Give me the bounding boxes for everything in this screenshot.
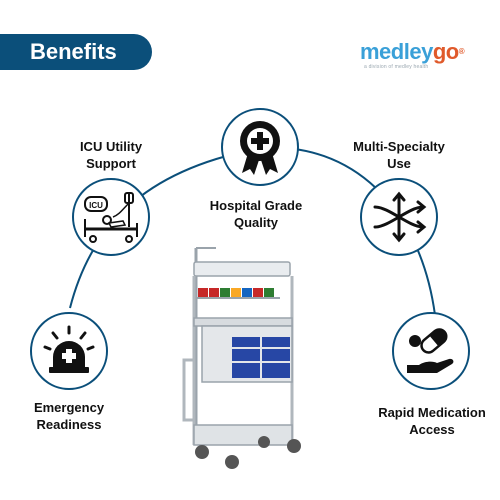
emergency-siren-icon — [43, 325, 95, 373]
banner-title: Benefits — [30, 39, 117, 64]
emergency-icon-circle — [30, 312, 108, 390]
quality-label-line1: Hospital Grade — [209, 198, 303, 213]
award-badge-icon — [240, 121, 280, 175]
rapid-icon-circle — [392, 312, 470, 390]
icu-bed-icon: ICU — [84, 192, 138, 243]
pill-hand-icon — [407, 328, 454, 373]
rapid-label: Rapid Medication Access — [370, 404, 494, 438]
brand-part1: medley — [360, 39, 433, 64]
benefits-banner: Benefits — [0, 34, 152, 70]
multi-label-line2: Use — [387, 156, 411, 171]
emergency-label-line1: Emergency — [33, 400, 105, 415]
brand-part2: go — [432, 39, 459, 64]
multi-label-line1: Multi-Specialty — [353, 139, 445, 154]
rapid-label-line2: Access — [409, 422, 455, 437]
icu-badge: ICU — [89, 201, 103, 210]
multi-icon-circle — [360, 178, 438, 256]
quality-label: Hospital Grade Quality — [196, 197, 316, 231]
brand-tagline: a division of medley health — [364, 64, 429, 70]
icu-icon-circle: ICU — [72, 178, 150, 256]
multi-label: Multi-Specialty Use — [340, 138, 458, 172]
quality-icon-circle — [221, 108, 299, 186]
crash-cart-trolley-image — [182, 247, 301, 469]
emergency-label-line2: Readiness — [36, 417, 102, 432]
quality-label-line2: Quality — [233, 215, 279, 230]
brand-wordmark: medleygo® — [360, 40, 475, 64]
icu-label-line1: ICU Utility — [79, 139, 143, 154]
icu-label-line2: Support — [86, 156, 136, 171]
rapid-label-line1: Rapid Medication — [378, 405, 486, 420]
brand-mark: ® — [458, 47, 465, 56]
crossing-arrows-icon — [373, 191, 427, 243]
icu-label: ICU Utility Support — [60, 138, 162, 172]
emergency-label: Emergency Readiness — [20, 399, 118, 433]
brand-logo: medleygo® a division of medley health — [360, 40, 475, 76]
